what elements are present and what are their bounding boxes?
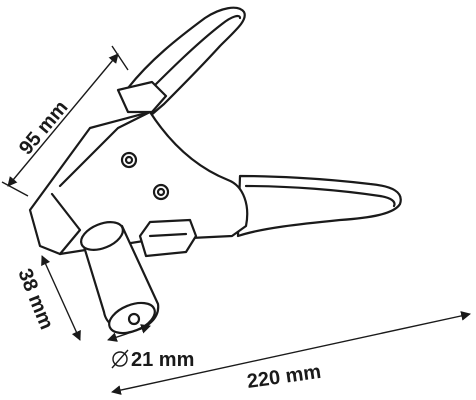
upper-handle-inner [140,14,242,100]
dimension-95-label: 95 mm [15,97,73,160]
cylinder-top [80,221,124,251]
rivet-lower [152,183,170,201]
rivet-upper-inner [124,155,134,165]
rivet-upper [120,151,138,169]
dimension-21-label: 21 mm [131,349,194,371]
dimension-95-ext-bottom [1,181,29,197]
hinge-plate [116,80,168,114]
rivet-lower-inner [156,187,166,197]
lower-handle-inner [244,184,396,208]
jaw-detail [148,232,188,238]
diameter-icon-stroke [111,349,129,369]
dimension-38-line [41,255,81,341]
dimension-95-ext-top [111,45,129,71]
dimension-220-label: 220 mm [246,361,323,393]
dimension-220-line [111,311,471,395]
lower-handle [236,174,402,238]
dimension-95-line [7,53,119,187]
tool-body-edge-lower [50,192,82,256]
jaw [138,218,198,258]
